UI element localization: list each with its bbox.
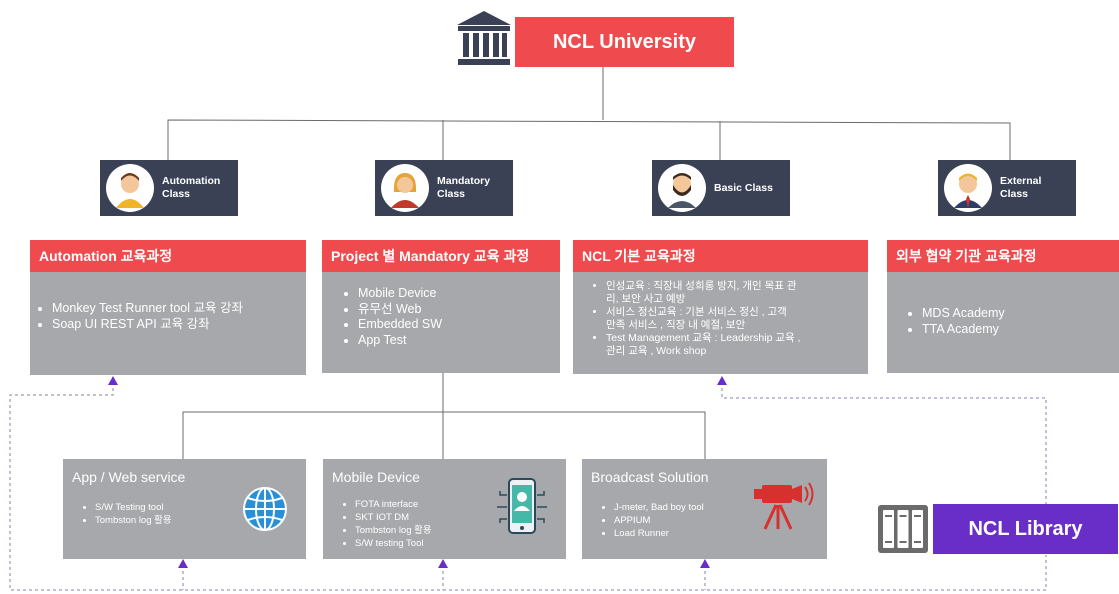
woman-avatar-icon <box>381 164 429 212</box>
service-title: App / Web service <box>72 469 186 485</box>
class-badge-basic: Basic Class <box>652 160 790 216</box>
businessman-avatar-icon <box>944 164 992 212</box>
service-item: Tombston log 활용 <box>355 524 432 537</box>
class-label: Mandatory Class <box>437 175 491 200</box>
course-card-mandatory: Project 별 Mandatory 교육 과정 Mobile Device … <box>322 240 560 373</box>
course-item: TTA Academy <box>922 322 1119 338</box>
service-item: SKT IOT DM <box>355 511 432 524</box>
service-title: Broadcast Solution <box>591 469 709 485</box>
course-title: NCL 기본 교육과정 <box>573 240 868 272</box>
service-box-broadcast: Broadcast Solution J-meter, Bad boy tool… <box>582 459 827 559</box>
course-item: Monkey Test Runner tool 교육 강좌 <box>52 300 306 316</box>
library-title: NCL Library <box>933 504 1118 554</box>
course-title: Automation 교육과정 <box>30 240 306 272</box>
course-item: 서비스 정신교육 : 기본 서비스 정신 , 고객 만족 서비스 , 직장 내 … <box>606 306 868 332</box>
course-title: Project 별 Mandatory 교육 과정 <box>322 240 560 272</box>
course-item: App Test <box>358 333 560 349</box>
broadcast-camera-icon <box>750 479 816 536</box>
service-box-app-web: App / Web service S/W Testing tool Tombs… <box>63 459 306 559</box>
course-item: 인성교육 : 직장내 성희롱 방지, 개인 목표 관 리, 보안 사고 예방 <box>606 280 868 306</box>
service-item: APPIUM <box>614 514 704 527</box>
man-avatar-icon <box>106 164 154 212</box>
university-building-icon <box>453 9 515 69</box>
service-item: Tombston log 활용 <box>95 514 172 527</box>
course-item: 유무선 Web <box>358 302 560 318</box>
service-box-mobile: Mobile Device FOTA interface SKT IOT DM … <box>323 459 566 559</box>
smartphone-icon <box>493 477 551 542</box>
bearded-man-avatar-icon <box>658 164 706 212</box>
course-item: Soap UI REST API 교육 강좌 <box>52 316 306 332</box>
course-title: 외부 협약 기관 교육과정 <box>887 240 1119 272</box>
course-item: Embedded SW <box>358 317 560 333</box>
service-item: FOTA interface <box>355 498 432 511</box>
service-item: S/W Testing tool <box>95 501 172 514</box>
library-icon <box>876 503 930 555</box>
class-label: Basic Class <box>714 181 773 194</box>
service-item: S/W testing Tool <box>355 537 432 550</box>
course-item: Mobile Device <box>358 286 560 302</box>
course-card-basic: NCL 기본 교육과정 인성교육 : 직장내 성희롱 방지, 개인 목표 관 리… <box>573 240 868 374</box>
service-item: J-meter, Bad boy tool <box>614 501 704 514</box>
course-item: MDS Academy <box>922 306 1119 322</box>
course-card-external: 외부 협약 기관 교육과정 MDS Academy TTA Academy <box>887 240 1119 373</box>
class-label: External Class <box>1000 175 1042 200</box>
globe-icon <box>241 485 289 538</box>
class-badge-automation: Automation Class <box>100 160 238 216</box>
class-badge-external: External Class <box>938 160 1076 216</box>
service-title: Mobile Device <box>332 469 420 485</box>
university-title: NCL University <box>515 17 734 67</box>
service-item: Load Runner <box>614 527 704 540</box>
course-card-automation: Automation 교육과정 Monkey Test Runner tool … <box>30 240 306 375</box>
class-badge-mandatory: Mandatory Class <box>375 160 513 216</box>
class-label: Automation Class <box>162 175 221 200</box>
course-item: Test Management 교육 : Leadership 교육 , 관리 … <box>606 332 868 358</box>
